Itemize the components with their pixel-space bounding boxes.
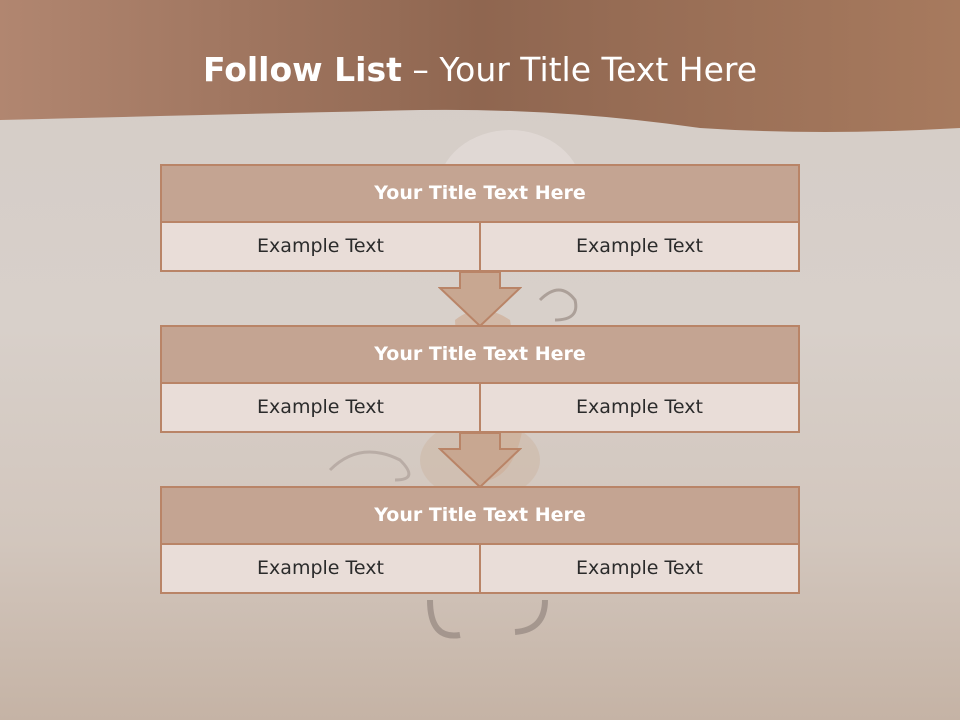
down-arrow-icon [438, 271, 522, 328]
row-cell-right: Example Text [479, 545, 798, 592]
slide-title-bold: Follow List [202, 50, 402, 89]
header-band [0, 0, 960, 132]
row-cell-right: Example Text [479, 223, 798, 270]
row-cell-left: Example Text [162, 545, 479, 592]
row-title: Your Title Text Here [162, 327, 798, 384]
slide-title-rest: – Your Title Text Here [401, 50, 758, 89]
list-row-1: Your Title Text Here Example Text Exampl… [160, 164, 800, 272]
row-cell-right: Example Text [479, 384, 798, 431]
row-cell-left: Example Text [162, 223, 479, 270]
down-arrow-icon [438, 432, 522, 489]
row-title: Your Title Text Here [162, 166, 798, 223]
list-row-2: Your Title Text Here Example Text Exampl… [160, 325, 800, 433]
list-row-3: Your Title Text Here Example Text Exampl… [160, 486, 800, 594]
slide-title: Follow List – Your Title Text Here [0, 50, 960, 89]
row-cell-left: Example Text [162, 384, 479, 431]
row-title: Your Title Text Here [162, 488, 798, 545]
